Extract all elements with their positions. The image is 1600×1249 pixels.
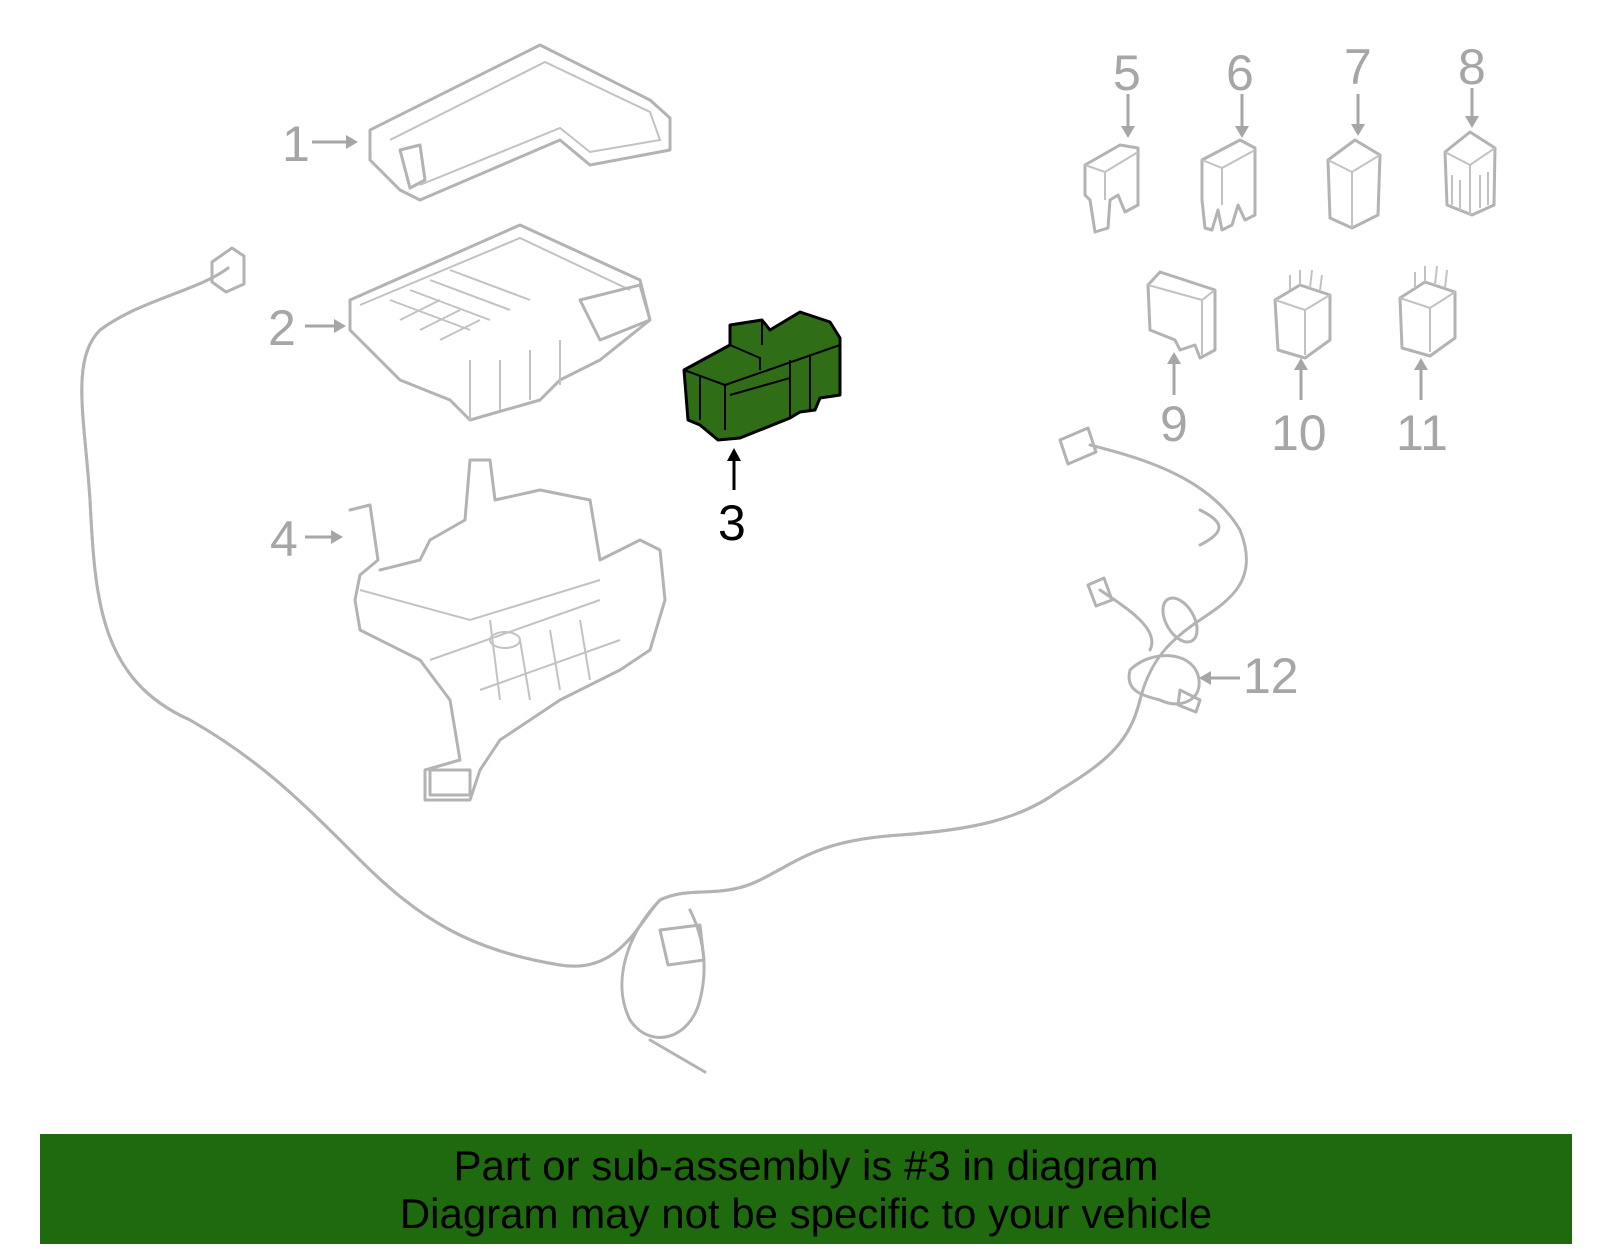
callout-3: 3 bbox=[718, 495, 746, 551]
part-3-highlighted bbox=[682, 310, 842, 442]
callout-6: 6 bbox=[1226, 45, 1254, 101]
callout-4: 4 bbox=[270, 511, 298, 567]
part-9-relay bbox=[1146, 270, 1217, 360]
part-2-fuse-box bbox=[348, 223, 652, 422]
callout-9: 9 bbox=[1160, 396, 1188, 452]
callout-2: 2 bbox=[268, 300, 296, 356]
part-10-relay bbox=[1273, 269, 1332, 360]
callout-5: 5 bbox=[1113, 45, 1141, 101]
banner-line-2: Diagram may not be specific to your vehi… bbox=[399, 1190, 1213, 1237]
callout-8: 8 bbox=[1458, 39, 1486, 95]
part-8-fuse bbox=[1443, 130, 1497, 217]
part-1-cover bbox=[368, 43, 672, 202]
callout-1: 1 bbox=[282, 116, 310, 172]
part-7-fuse bbox=[1326, 138, 1382, 230]
banner-line-1: Part or sub-assembly is #3 in diagram bbox=[453, 1142, 1159, 1189]
part-5-fuse bbox=[1083, 143, 1140, 234]
callout-12: 12 bbox=[1243, 648, 1299, 704]
part-6-fuse bbox=[1200, 138, 1257, 232]
info-banner: Part or sub-assembly is #3 in diagram Di… bbox=[40, 1134, 1572, 1244]
callout-arrows bbox=[305, 88, 1479, 685]
part-4-bracket bbox=[348, 458, 667, 802]
part-3-body bbox=[682, 310, 842, 442]
callout-10: 10 bbox=[1271, 405, 1327, 461]
wiring-harness bbox=[80, 266, 1142, 968]
callout-7: 7 bbox=[1344, 39, 1372, 95]
part-11-relay bbox=[1398, 265, 1457, 358]
callout-11: 11 bbox=[1396, 405, 1448, 461]
